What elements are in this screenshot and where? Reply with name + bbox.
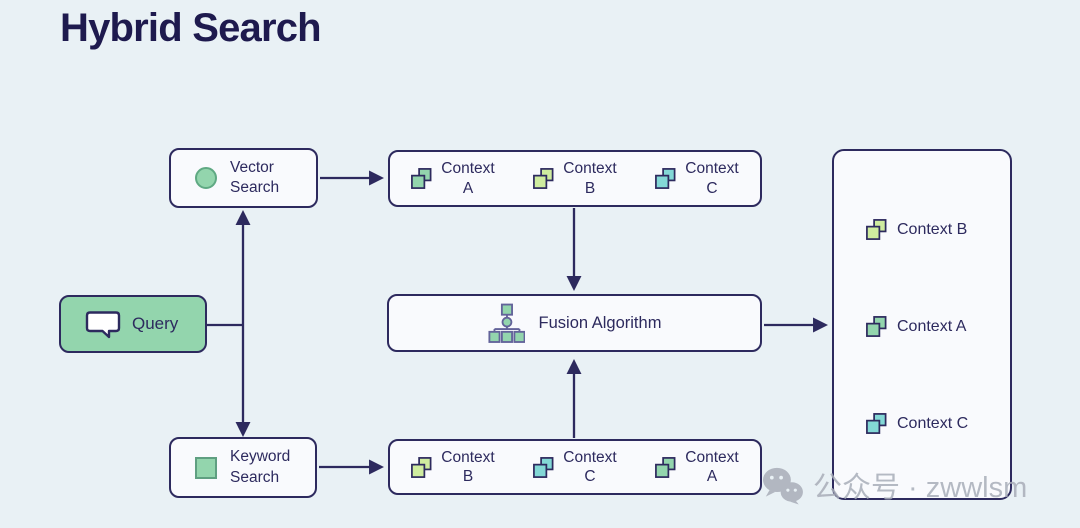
page-title: Hybrid Search xyxy=(60,6,322,50)
context-a-icon xyxy=(411,168,432,189)
context-b-icon xyxy=(533,168,554,189)
vector-search-label-line2: Search xyxy=(230,179,280,196)
context-letter: A xyxy=(462,179,474,197)
context-a-icon xyxy=(866,316,887,337)
keyword-square-icon xyxy=(195,456,217,479)
watermark: 公众号 · zwwlsm xyxy=(761,464,1027,506)
top-row-context-a: Context A xyxy=(410,159,496,198)
context-label: Context xyxy=(563,448,617,466)
result-label: Context C xyxy=(897,414,969,432)
result-context-a: Context A xyxy=(865,315,966,338)
result-context-b: Context B xyxy=(865,218,967,241)
fusion-algorithm-label: Fusion Algorithm xyxy=(538,313,662,332)
context-b-icon xyxy=(866,219,887,240)
context-c-icon xyxy=(866,413,887,434)
context-b-icon xyxy=(411,456,432,478)
vector-circle-icon xyxy=(195,167,217,189)
keyword-search-node: Keyword Search xyxy=(169,437,317,498)
context-c-icon xyxy=(655,168,676,189)
context-letter: C xyxy=(584,468,596,485)
wechat-icon xyxy=(763,467,803,505)
result-label: Context B xyxy=(897,220,968,238)
context-letter: A xyxy=(706,468,718,485)
keyword-search-label-line2: Search xyxy=(230,468,280,486)
context-label: Context xyxy=(685,160,739,178)
tree-hierarchy-icon xyxy=(488,303,525,343)
vector-search-label-line1: Vector xyxy=(230,158,274,176)
query-label: Query xyxy=(132,314,179,333)
context-letter: B xyxy=(584,179,596,197)
watermark-text: 公众号 · zwwlsm xyxy=(813,472,1028,504)
context-label: Context xyxy=(441,160,495,178)
keyword-search-label-line1: Keyword xyxy=(230,448,291,466)
context-letter: B xyxy=(462,468,474,485)
top-row-context-b: Context B xyxy=(532,159,618,198)
context-label: Context xyxy=(563,160,617,178)
bottom-context-row: Context B Context C Context A xyxy=(388,439,762,495)
context-a-icon xyxy=(655,456,676,478)
result-context-c: Context C xyxy=(865,412,968,435)
vector-search-node: Vector Search xyxy=(169,148,318,208)
result-label: Context A xyxy=(897,317,967,335)
bottom-row-context-b: Context B xyxy=(410,448,496,487)
context-label: Context xyxy=(441,448,495,466)
context-letter: C xyxy=(706,179,718,197)
top-context-row: Context A Context B Context C xyxy=(388,150,762,207)
bottom-row-context-c: Context C xyxy=(532,448,618,487)
context-c-icon xyxy=(533,456,554,478)
context-label: Context xyxy=(685,448,739,466)
results-panel: Context B Context A Context C xyxy=(832,149,1012,500)
query-node: Query xyxy=(59,295,207,353)
bottom-row-context-a: Context A xyxy=(654,448,740,487)
fusion-algorithm-node: Fusion Algorithm xyxy=(387,294,762,352)
top-row-context-c: Context C xyxy=(654,159,740,198)
speech-bubble-icon xyxy=(85,311,121,339)
